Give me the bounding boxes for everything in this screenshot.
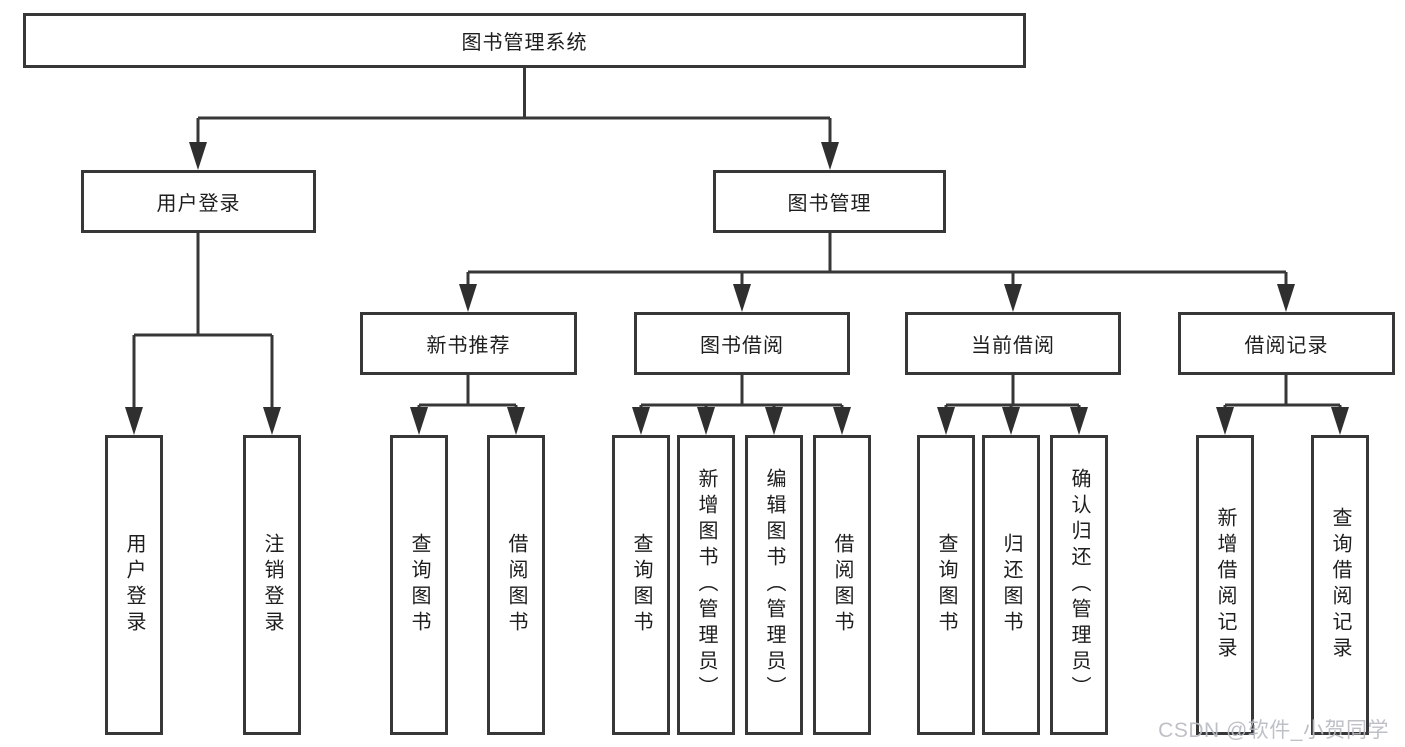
leaf-borrow-books-recommend-label: 借阅图书 <box>505 533 527 637</box>
connector-user-login-children <box>125 233 281 435</box>
connector-book-management-sections <box>459 233 1295 312</box>
leaf-add-book-admin-label: 新增图书（管理员） <box>695 468 717 702</box>
csdn-watermark: CSDN @软件_小贺同学 <box>1158 719 1389 742</box>
arrow-down-icon <box>765 407 783 435</box>
arrow-down-icon <box>125 407 143 435</box>
leaf-user-login-label: 用户登录 <box>123 533 145 637</box>
connector-book-borrow-children <box>632 375 851 435</box>
arrow-down-icon <box>833 407 851 435</box>
arrow-down-icon <box>937 407 955 435</box>
node-borrow-records: 借阅记录 <box>1178 312 1395 375</box>
node-root: 图书管理系统 <box>23 13 1026 68</box>
node-book-borrow: 图书借阅 <box>634 312 850 375</box>
leaf-edit-book-admin-label: 编辑图书（管理员） <box>763 468 785 702</box>
node-book-management-label: 图书管理 <box>787 193 872 215</box>
arrow-down-icon <box>697 407 715 435</box>
arrow-down-icon <box>507 407 525 435</box>
node-user-login: 用户登录 <box>81 170 316 233</box>
leaf-query-books-current: 查询图书 <box>917 435 975 735</box>
leaf-confirm-return-admin: 确认归还（管理员） <box>1050 435 1108 735</box>
leaf-add-borrow-record: 新增借阅记录 <box>1196 435 1254 735</box>
leaf-query-borrow-record: 查询借阅记录 <box>1311 435 1369 735</box>
leaf-user-login: 用户登录 <box>105 435 163 735</box>
leaf-query-books-recommend-label: 查询图书 <box>408 533 430 637</box>
leaf-query-borrow-record-label: 查询借阅记录 <box>1329 507 1351 663</box>
arrow-down-icon <box>632 407 650 435</box>
connector-borrow-records-children <box>1216 375 1349 435</box>
arrow-down-icon <box>1002 407 1020 435</box>
leaf-query-books-borrow-label: 查询图书 <box>630 533 652 637</box>
leaf-return-book-label: 归还图书 <box>1000 533 1022 637</box>
arrow-down-icon <box>1216 407 1234 435</box>
node-current-borrow: 当前借阅 <box>905 312 1121 375</box>
arrow-down-icon <box>821 142 839 170</box>
leaf-query-books-current-label: 查询图书 <box>935 533 957 637</box>
node-new-book-recommend-label: 新书推荐 <box>426 335 511 357</box>
node-book-borrow-label: 图书借阅 <box>700 335 784 357</box>
leaf-logout: 注销登录 <box>243 435 301 735</box>
leaf-add-borrow-record-label: 新增借阅记录 <box>1214 507 1236 663</box>
arrow-down-icon <box>733 284 751 312</box>
arrow-down-icon <box>1331 407 1349 435</box>
leaf-borrow-books-label: 借阅图书 <box>831 533 853 637</box>
connector-current-borrow-children <box>937 375 1088 435</box>
leaf-return-book: 归还图书 <box>982 435 1040 735</box>
leaf-edit-book-admin: 编辑图书（管理员） <box>745 435 803 735</box>
arrow-down-icon <box>1070 407 1088 435</box>
node-book-management: 图书管理 <box>713 170 946 233</box>
leaf-add-book-admin: 新增图书（管理员） <box>677 435 735 735</box>
node-user-login-label: 用户登录 <box>156 193 241 215</box>
node-new-book-recommend: 新书推荐 <box>360 312 577 375</box>
connector-new-book-children <box>410 375 525 435</box>
arrow-down-icon <box>1277 284 1295 312</box>
arrow-down-icon <box>263 407 281 435</box>
arrow-down-icon <box>189 142 207 170</box>
leaf-borrow-books-recommend: 借阅图书 <box>487 435 545 735</box>
leaf-confirm-return-admin-label: 确认归还（管理员） <box>1068 468 1090 702</box>
leaf-query-books-borrow: 查询图书 <box>612 435 670 735</box>
arrow-down-icon <box>410 407 428 435</box>
node-borrow-records-label: 借阅记录 <box>1244 335 1329 357</box>
leaf-logout-label: 注销登录 <box>261 533 283 637</box>
node-root-label: 图书管理系统 <box>461 32 588 54</box>
arrow-down-icon <box>459 284 477 312</box>
leaf-query-books-recommend: 查询图书 <box>390 435 448 735</box>
leaf-borrow-books: 借阅图书 <box>813 435 871 735</box>
node-current-borrow-label: 当前借阅 <box>971 335 1055 357</box>
connector-root-to-level2 <box>189 68 839 170</box>
arrow-down-icon <box>1004 284 1022 312</box>
